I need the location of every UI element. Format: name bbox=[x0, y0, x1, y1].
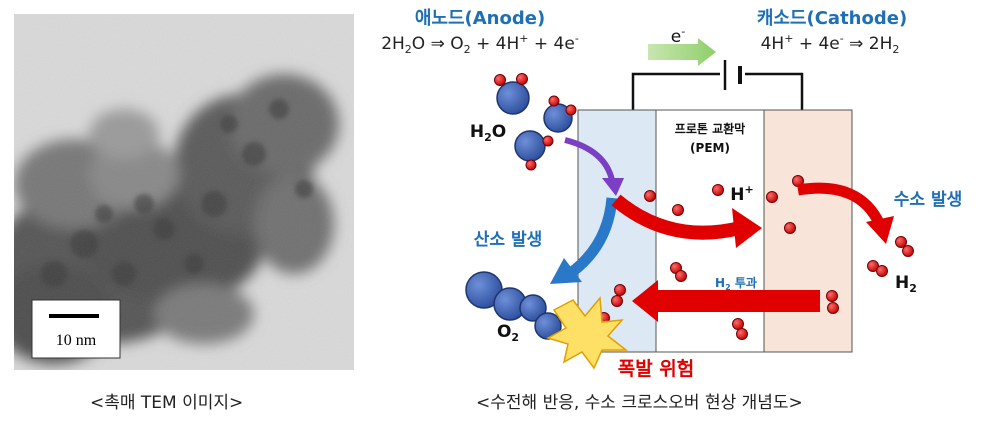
water-label: H2O bbox=[470, 122, 506, 144]
h2-label: H2 bbox=[895, 273, 917, 295]
pem-label: 프로톤 교환막 bbox=[675, 121, 745, 136]
h2-crossover-label: H2 투과 bbox=[715, 275, 757, 292]
anode-wire bbox=[631, 72, 720, 110]
tem-image: 10 nm bbox=[14, 14, 354, 370]
reaction-arrow-head bbox=[602, 178, 624, 196]
electron-label: e- bbox=[671, 25, 685, 47]
anode-reaction: 2H2O ⇒ O2 + 4H+ + 4e- bbox=[381, 32, 579, 56]
proton-dots bbox=[644, 175, 804, 234]
anode-title: 애노드(Anode) bbox=[415, 8, 545, 29]
scale-bar-label: 10 nm bbox=[56, 332, 97, 349]
cathode-compartment bbox=[763, 109, 853, 353]
crossover-arrow bbox=[632, 280, 820, 322]
tem-micrograph: 10 nm bbox=[14, 14, 354, 370]
proton-arrow-head bbox=[732, 208, 762, 248]
hydrogen-molecules bbox=[826, 236, 914, 314]
proton-label: H+ bbox=[730, 183, 753, 205]
cathode-title: 캐소드(Cathode) bbox=[757, 8, 907, 29]
explosion-burst-icon bbox=[546, 296, 629, 370]
pem-sublabel: (PEM) bbox=[690, 141, 730, 155]
cathode-reaction: 4H+ + 4e- ⇒ 2H2 bbox=[761, 32, 900, 56]
crossover-dots bbox=[598, 262, 748, 340]
oxygen-molecules bbox=[465, 271, 562, 340]
cathode-wire bbox=[745, 72, 804, 110]
oxygen-arrow-head bbox=[550, 258, 582, 284]
reaction-arrow bbox=[564, 137, 615, 181]
hydrogen-evolution-label: 수소 발생 bbox=[894, 190, 962, 210]
proton-arrow bbox=[611, 194, 742, 240]
explosion-risk-label: 폭발 위험 bbox=[618, 358, 695, 380]
tem-caption: <촉매 TEM 이미지> bbox=[90, 393, 244, 413]
electrolysis-diagram: 애노드(Anode) 2H2O ⇒ O2 + 4H+ + 4e- 캐소드(Cat… bbox=[381, 8, 962, 380]
scale-bar-box bbox=[31, 299, 121, 359]
electron-flow-arrow bbox=[648, 38, 716, 66]
scale-bar bbox=[49, 314, 99, 318]
water-molecules bbox=[494, 73, 577, 171]
o2-label: O2 bbox=[497, 322, 519, 344]
hydrogen-arrow bbox=[797, 182, 886, 228]
diagram-caption: <수전해 반응, 수소 크로스오버 현상 개념도> bbox=[476, 393, 803, 413]
oxygen-evolution-label: 산소 발생 bbox=[474, 230, 542, 250]
hydrogen-arrow-head bbox=[866, 216, 894, 244]
oxygen-arrow bbox=[568, 197, 618, 277]
